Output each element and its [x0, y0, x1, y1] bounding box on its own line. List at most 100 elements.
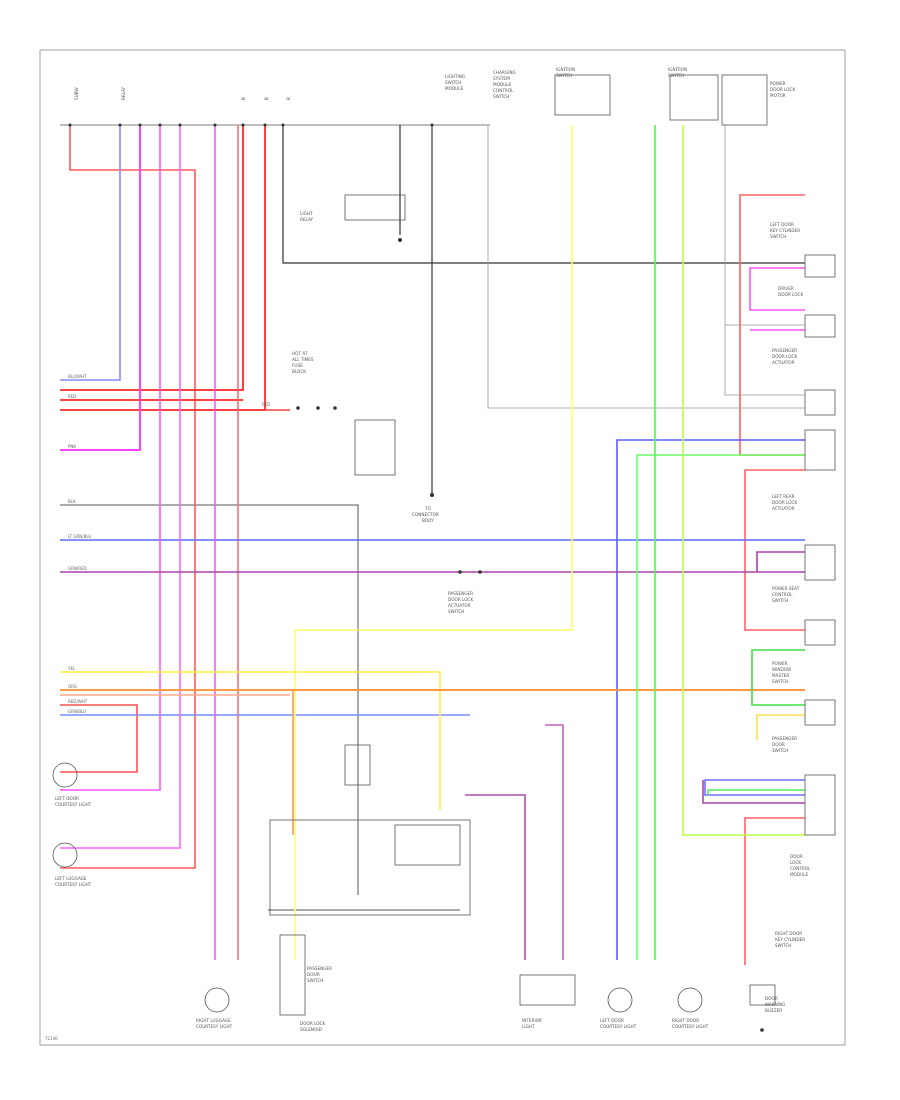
label-top-comp-2: SWITCH — [445, 80, 461, 85]
label-top-r1: IGNITION — [668, 67, 687, 72]
wire-purple-5 — [545, 724, 564, 960]
label-bottom-9: LIGHT — [522, 1024, 535, 1029]
label-mid-left-2: ALL TIMES — [292, 357, 314, 362]
label-pass-1: PASSENGER — [448, 591, 473, 596]
center-subunit — [394, 824, 461, 866]
label-center-3: BODY — [422, 518, 434, 523]
label-right-25: DOOR — [790, 854, 803, 859]
label-right-26: LOCK — [790, 860, 801, 865]
label-right-15: POWER — [772, 661, 788, 666]
label-left-lamp-1: LEFT DOOR — [55, 796, 79, 801]
label-row-7: GRN/RED — [68, 566, 87, 571]
wire-red-4 — [60, 125, 266, 411]
label-mid-left-3: FUSE — [292, 363, 303, 368]
label-row-10: RED/WHT — [68, 699, 88, 704]
label-mid-left-4: BLOCK — [292, 369, 306, 374]
labels: SUBW RELAY B B B LIGHTING SWITCH MODULE … — [45, 67, 811, 1041]
label-row-11: GRN/BLU — [68, 709, 86, 714]
label-row-4: PNK — [68, 444, 76, 449]
label-top-comp-1: LIGHTING — [445, 74, 465, 79]
right-conn-7 — [804, 699, 836, 726]
label-right-5: DOOR LOCK — [778, 292, 803, 297]
label-top-ign-2: SWITCH — [556, 73, 572, 78]
label-top-r5: MOTOR — [770, 93, 786, 98]
label-top-a5: B — [286, 97, 291, 100]
label-mid-relay-2: RELAY — [300, 217, 314, 222]
label-top-a2: RELAY — [121, 86, 126, 100]
label-center-1: TO — [424, 506, 432, 511]
label-bottom-3: PASSENGER — [307, 966, 332, 971]
dot — [138, 123, 142, 127]
wires — [60, 124, 805, 965]
label-right-10: DOOR LOCK — [772, 500, 797, 505]
label-top-r4: DOOR LOCK — [770, 87, 795, 92]
label-right-13: CONTROL — [772, 592, 793, 597]
label-right-24: SWITCH — [775, 943, 791, 948]
label-right-27: CONTROL — [790, 866, 811, 871]
wire-magenta-1 — [60, 125, 141, 451]
label-top-r2: SWITCH — [668, 73, 684, 78]
dot — [158, 123, 162, 127]
label-bottom-14: DOOR — [765, 996, 778, 1001]
label-right-22: RIGHT DOOR — [775, 931, 802, 936]
passenger-door-switch — [279, 934, 306, 1016]
label-top-ctrl-3: MODULE — [493, 82, 512, 87]
dot — [478, 570, 482, 574]
dot — [281, 123, 285, 127]
right-luggage-lamp — [204, 987, 230, 1013]
dot — [398, 238, 402, 242]
light-relay — [344, 194, 406, 221]
label-right-9: LEFT REAR — [772, 494, 795, 499]
center-unit — [269, 819, 471, 916]
wire-red-1 — [60, 125, 196, 869]
dot — [241, 123, 245, 127]
right-conn-3 — [804, 389, 836, 416]
components — [52, 74, 836, 1016]
right-door-courtesy-lamp — [677, 987, 703, 1013]
dot — [316, 406, 320, 410]
label-row-1: BLU/WHT — [68, 374, 87, 379]
wire-yellow-3 — [756, 714, 805, 740]
label-row-5: BLK — [68, 499, 76, 504]
label-right-28: MODULE — [790, 872, 809, 877]
label-right-11: ACTUATOR — [772, 506, 795, 511]
label-bottom-6: DOOR LOCK — [300, 1021, 325, 1026]
dot — [213, 123, 217, 127]
label-right-20: DOOR — [772, 742, 785, 747]
label-top-a4: B — [264, 97, 269, 100]
label-top-ign-1: IGNITION — [556, 67, 575, 72]
wire-magenta-2 — [60, 125, 161, 791]
label-row-2: RED — [68, 394, 76, 399]
label-bottom-7: SOLENOID — [300, 1027, 322, 1032]
label-corner: 72140 — [45, 1036, 58, 1041]
dot — [68, 123, 72, 127]
label-right-2: KEY CYLINDER — [770, 228, 800, 233]
label-bottom-4: DOOR — [307, 972, 320, 977]
wire-green-2 — [636, 454, 805, 960]
wire-black-mid — [60, 504, 359, 895]
buzzer — [749, 984, 776, 1006]
wire-yellow-1 — [294, 125, 573, 960]
label-center-2: CONNECTOR — [412, 512, 439, 517]
label-left-lamp-3: LEFT LUGGAGE — [55, 876, 87, 881]
label-bottom-8: INTERIOR — [522, 1018, 542, 1023]
label-mid-left-1: HOT AT — [292, 351, 308, 356]
label-right-17: MASTER — [772, 673, 789, 678]
right-conn-6 — [804, 619, 836, 646]
wire-green-3 — [707, 789, 805, 795]
dot — [333, 406, 337, 410]
label-bottom-12: RIGHT DOOR — [672, 1018, 699, 1023]
label-right-16: WINDOW — [772, 667, 791, 672]
label-pass-3: ACTUATOR — [448, 603, 471, 608]
label-top-a1: SUBW — [74, 87, 79, 100]
label-bottom-1: RIGHT LUGGAGE — [196, 1018, 231, 1023]
wire-blue-1 — [60, 125, 121, 381]
label-right-3: SWITCH — [770, 234, 786, 239]
label-row-8: YEL — [67, 666, 76, 671]
dot — [760, 1028, 764, 1032]
label-mid-relay-1: LIGHT — [300, 211, 313, 216]
diagram-frame — [39, 49, 846, 1046]
dot — [430, 493, 434, 497]
label-right-14: SWITCH — [772, 598, 788, 603]
right-conn-4 — [804, 429, 836, 471]
